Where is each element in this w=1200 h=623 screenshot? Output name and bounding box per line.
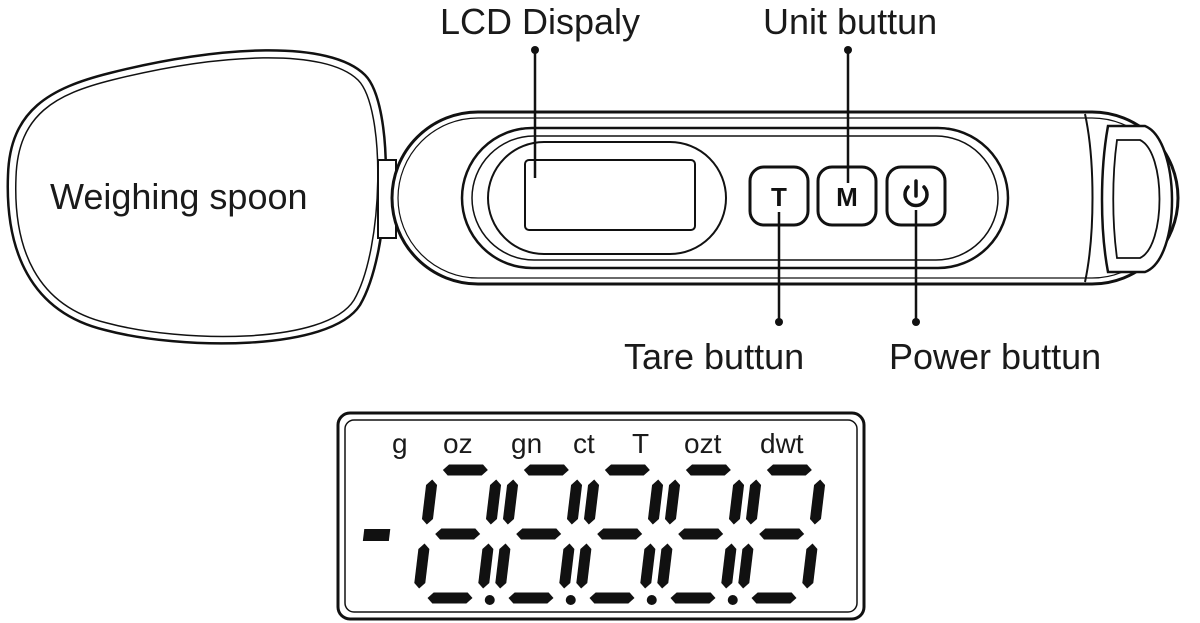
decimal-point-3 [646,595,657,605]
power-leader-dot [912,318,920,326]
control-panel-inner [471,135,999,261]
spoon-bowl-outline [6,49,388,345]
digit-3-seg-d [589,592,635,604]
digit-3-seg-e [576,543,592,589]
digit-2-seg-a [523,464,569,476]
digit-2-seg-e [495,543,511,589]
digit-3-seg-f [583,479,600,525]
digit-2-seg-d [508,592,554,604]
seven-segment-readout [362,464,826,605]
digit-4-seg-e [657,543,673,589]
digit-4-seg-g [678,528,724,540]
digit-1-seg-d [427,592,473,604]
decimal-point-4 [727,595,738,605]
digit-1-seg-a [442,464,488,476]
lcd-display-label: LCD Dispaly [440,1,641,42]
lcd-enlarged-inner [344,419,858,613]
spoon-bowl-inner-rim [15,57,379,338]
lcd-leader-dot [531,46,539,54]
digit-5-seg-g [759,528,805,540]
digit-2-seg-g [516,528,562,540]
digit-1-seg-c [478,543,494,589]
unit-indicator-gn: gn [511,428,543,459]
tare-button-label: Tare buttun [624,336,805,377]
digit-1-seg-g [435,528,481,540]
digit-2-seg-c [559,543,575,589]
unit-indicator-ozt: ozt [684,428,722,459]
digit-2-seg-f [502,479,519,525]
digit-5-seg-a [766,464,812,476]
digit-5-seg-c [802,543,818,589]
digit-4-seg-f [664,479,681,525]
digit-3-seg-b [647,479,664,525]
weighing-spoon-label: Weighing spoon [50,176,308,217]
digit-1-seg-f [421,479,438,525]
digit-4-seg-b [728,479,745,525]
digit-3-seg-g [597,528,643,540]
digit-4-seg-a [685,464,731,476]
digit-5-seg-f [745,479,762,525]
power-button-label: Power buttun [889,336,1102,377]
tare-button-glyph: T [771,182,787,212]
decimal-point-2 [565,595,576,605]
digit-4-seg-d [670,592,716,604]
digit-2-seg-b [566,479,583,525]
tare-leader-dot [775,318,783,326]
digit-1-seg-e [414,543,430,589]
digit-1-seg-b [485,479,502,525]
unit-indicator-t: T [632,428,650,459]
digit-5-seg-e [738,543,754,589]
unit-indicator-dwt: dwt [760,428,804,459]
decimal-point-1 [484,595,495,605]
unit-indicator-g: g [392,428,408,459]
lcd-window-screen [524,159,696,231]
unit-button-label: Unit buttun [763,1,938,42]
unit-indicator-oz: oz [443,428,473,459]
power-icon [903,179,929,208]
hanging-loop-hole [1112,139,1161,259]
handle-endcap-seam [1084,113,1094,283]
digit-5-seg-b [809,479,826,525]
minus-sign-segment [362,529,391,541]
digit-3-seg-c [640,543,656,589]
digit-4-seg-c [721,543,737,589]
unit-button-glyph: M [836,182,858,212]
unit-leader-dot [844,46,852,54]
digit-3-seg-a [604,464,650,476]
unit-indicator-ct: ct [573,428,595,459]
digit-5-seg-d [751,592,797,604]
